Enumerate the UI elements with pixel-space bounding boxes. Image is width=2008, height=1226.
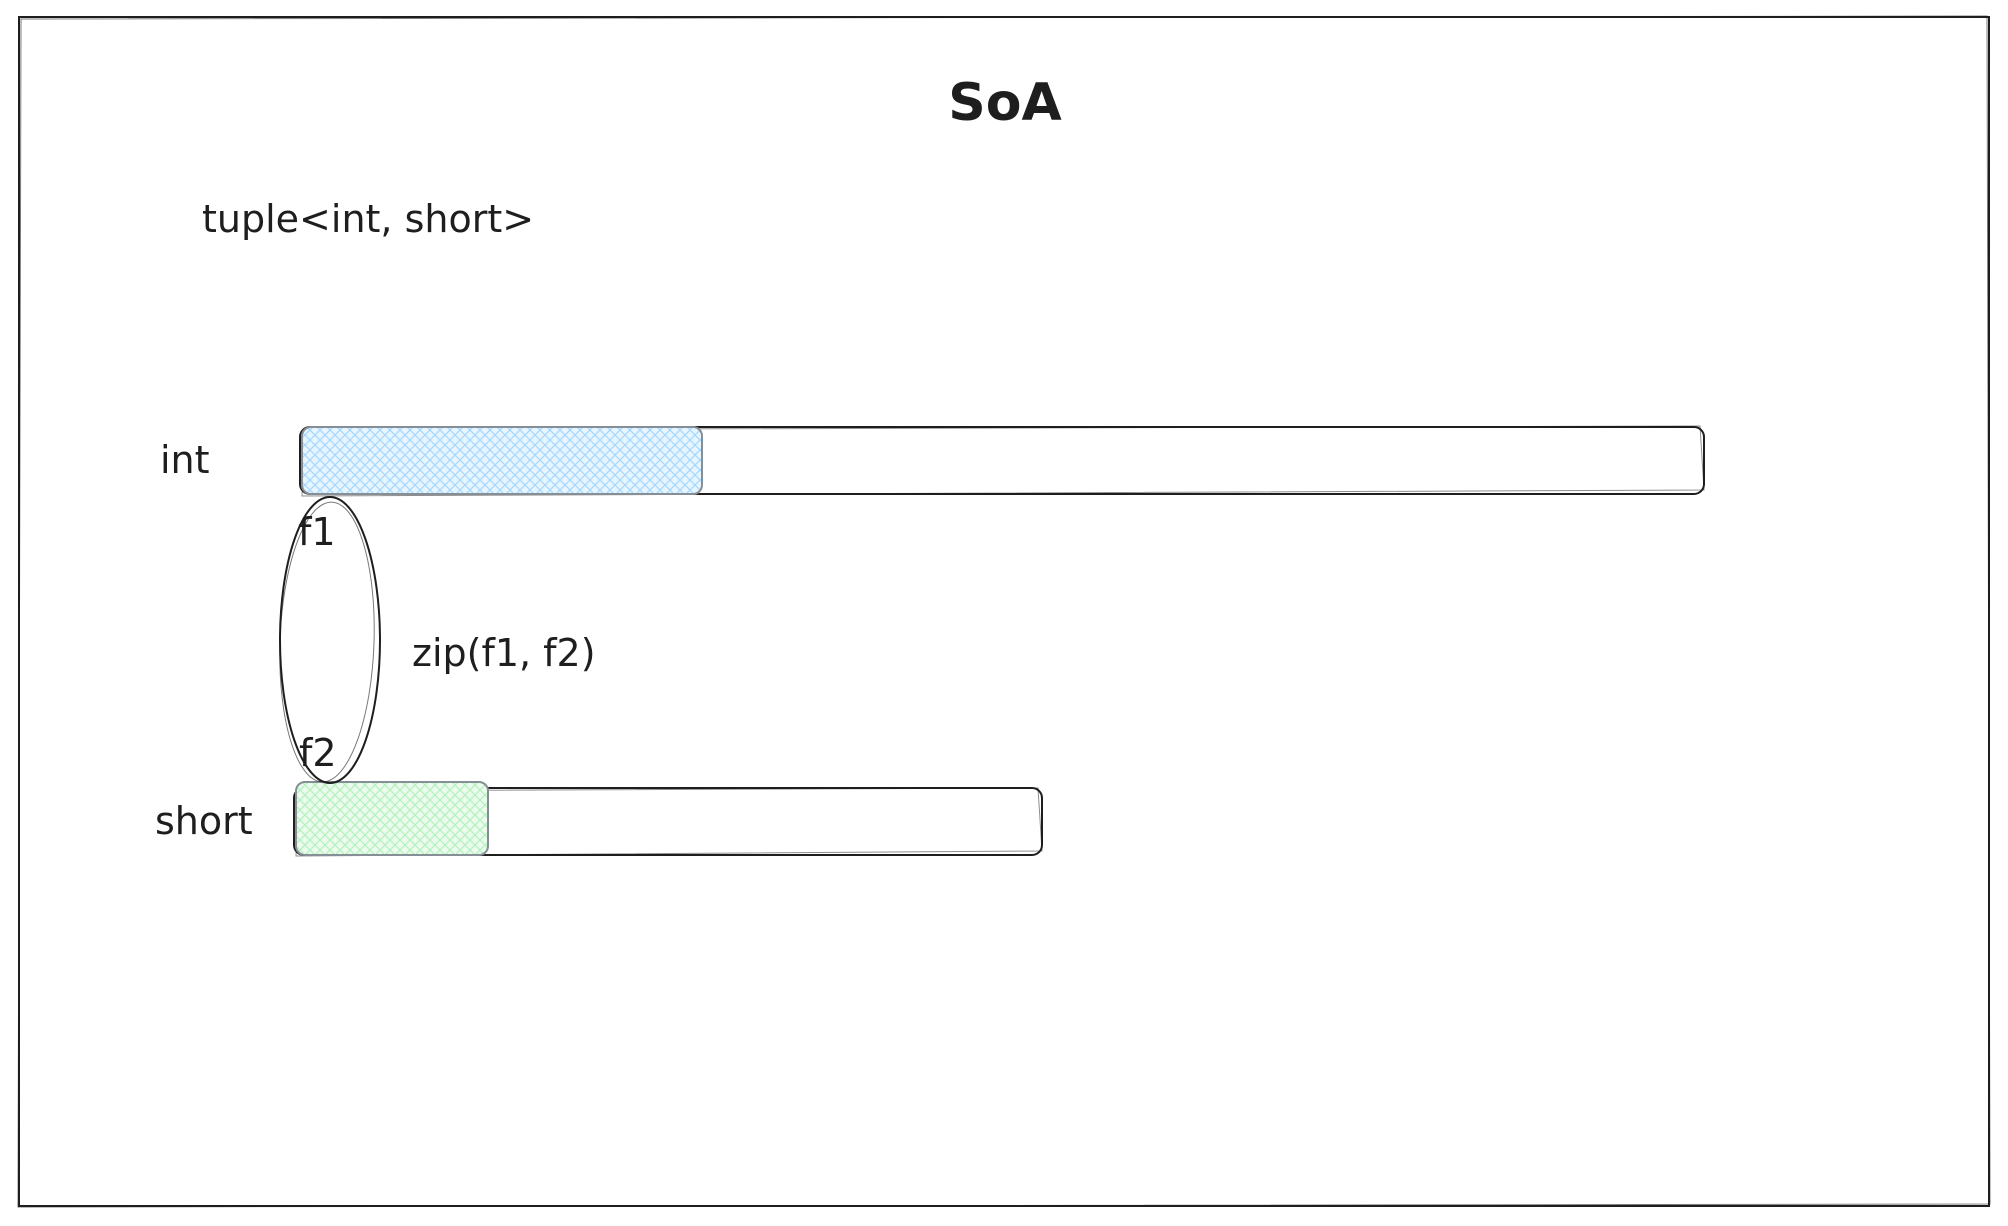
int-array-label: int <box>160 438 210 482</box>
short-array-label: short <box>155 799 253 843</box>
short-array-highlight <box>295 781 489 856</box>
zip-ellipse <box>279 496 381 784</box>
field-label-f1: f1 <box>298 510 336 554</box>
zip-label: zip(f1, f2) <box>412 631 596 675</box>
field-label-f2: f2 <box>299 731 337 775</box>
short-array-bar <box>293 787 1043 856</box>
type-label: tuple<int, short> <box>202 197 534 241</box>
diagram-frame <box>17 15 1991 1208</box>
diagram-title: SoA <box>948 73 1061 133</box>
int-array-bar <box>299 426 1705 495</box>
short-array: short <box>155 781 1043 857</box>
int-array: int <box>160 425 1705 497</box>
int-array-highlight <box>301 426 703 495</box>
